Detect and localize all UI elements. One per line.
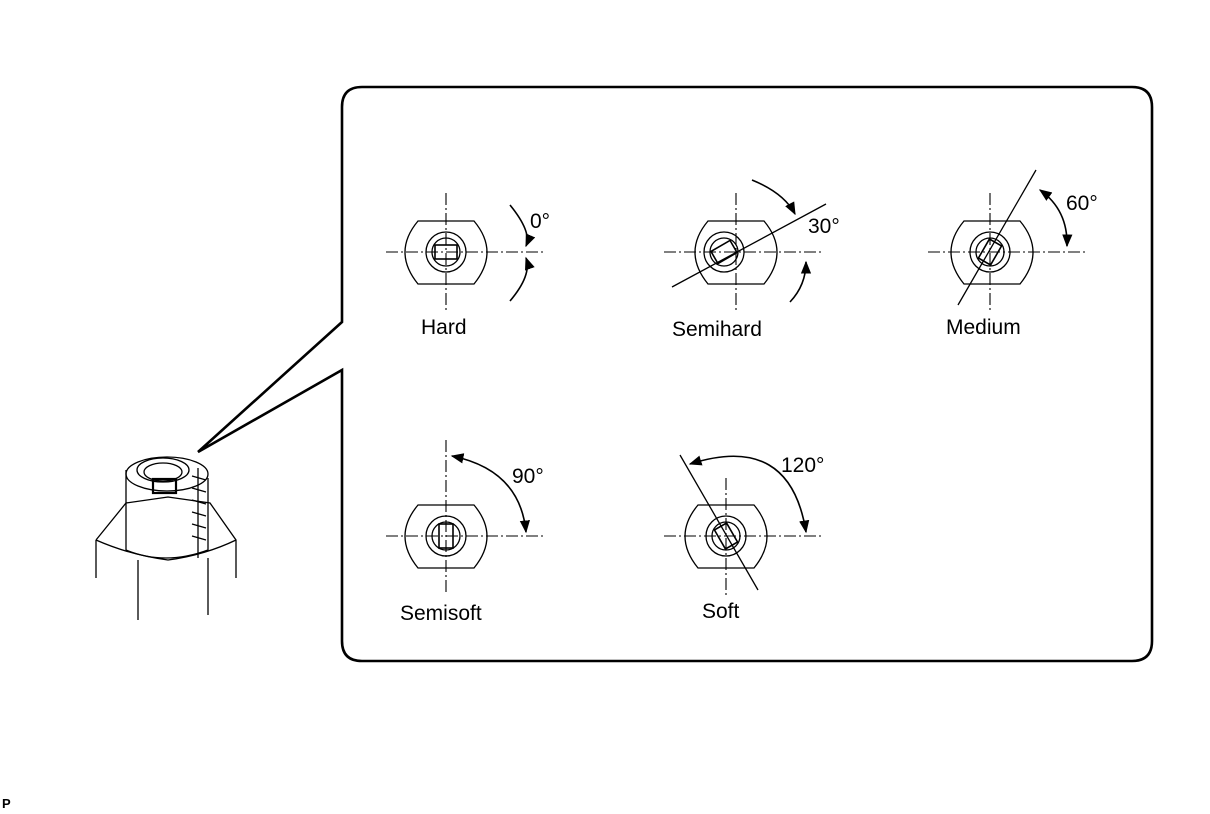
angle-semisoft: 90° [512, 465, 544, 488]
callout-frame [197, 85, 1154, 663]
angle-soft: 120° [781, 454, 824, 477]
setting-semihard [664, 179, 827, 310]
angle-hard: 0° [530, 210, 550, 233]
corner-code: P [2, 796, 11, 811]
setting-semisoft [386, 440, 544, 595]
adjuster-nut-illustration [95, 456, 237, 620]
angle-medium: 60° [1066, 192, 1098, 215]
label-medium: Medium [946, 316, 1021, 339]
label-semisoft: Semisoft [400, 602, 482, 625]
angle-semihard: 30° [808, 215, 840, 238]
setting-soft [664, 454, 822, 595]
label-hard: Hard [421, 316, 467, 339]
setting-hard [386, 193, 544, 310]
label-soft: Soft [702, 600, 740, 623]
label-semihard: Semihard [672, 318, 762, 341]
setting-medium [928, 169, 1086, 310]
